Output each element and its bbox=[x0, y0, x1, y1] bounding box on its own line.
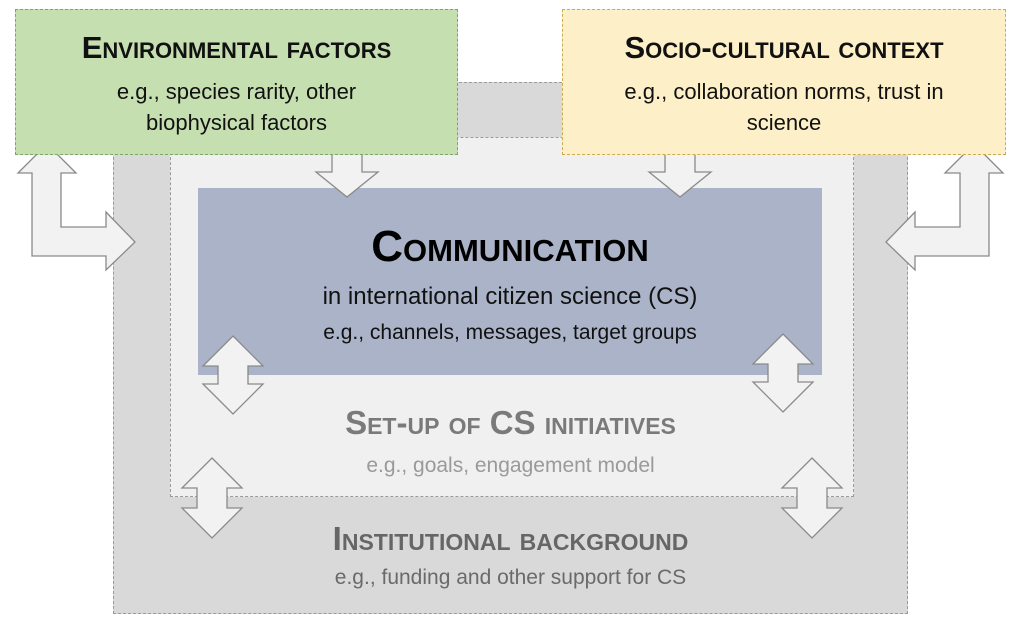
sociocultural-context-box: Socio-cultural context e.g., collaborati… bbox=[562, 9, 1006, 155]
environmental-examples: e.g., species rarity, other biophysical … bbox=[16, 76, 457, 138]
communication-box: Communication in international citizen s… bbox=[198, 188, 822, 375]
communication-subtitle: in international citizen science (CS) bbox=[322, 283, 698, 310]
communication-examples: e.g., channels, messages, target groups bbox=[323, 321, 697, 344]
sociocultural-examples-line2: science bbox=[746, 110, 822, 135]
environmental-factors-box: Environmental factors e.g., species rari… bbox=[15, 9, 458, 155]
sociocultural-examples-line1: e.g., collaboration norms, trust in bbox=[624, 79, 944, 104]
soc-bidirectional-l-arrow-icon bbox=[885, 143, 1005, 272]
setup-examples: e.g., goals, engagement model bbox=[366, 454, 655, 477]
env-bidirectional-l-arrow-icon bbox=[16, 143, 136, 272]
comm-setup-double-arrow-right-icon bbox=[751, 333, 815, 413]
environmental-title: Environmental factors bbox=[81, 30, 392, 65]
sociocultural-title: Socio-cultural context bbox=[624, 30, 944, 65]
institutional-examples: e.g., funding and other support for CS bbox=[334, 566, 687, 589]
setup-title: Set-up of CS initiatives bbox=[345, 404, 676, 441]
environmental-examples-line1: e.g., species rarity, other bbox=[116, 79, 357, 104]
comm-setup-double-arrow-left-icon bbox=[201, 335, 265, 415]
setup-inst-double-arrow-right-icon bbox=[780, 457, 844, 539]
sociocultural-examples: e.g., collaboration norms, trust in scie… bbox=[563, 76, 1005, 138]
institutional-title: Institutional background bbox=[332, 520, 689, 557]
communication-title: Communication bbox=[371, 222, 649, 271]
setup-inst-double-arrow-left-icon bbox=[180, 457, 244, 539]
environmental-examples-line2: biophysical factors bbox=[146, 110, 327, 135]
